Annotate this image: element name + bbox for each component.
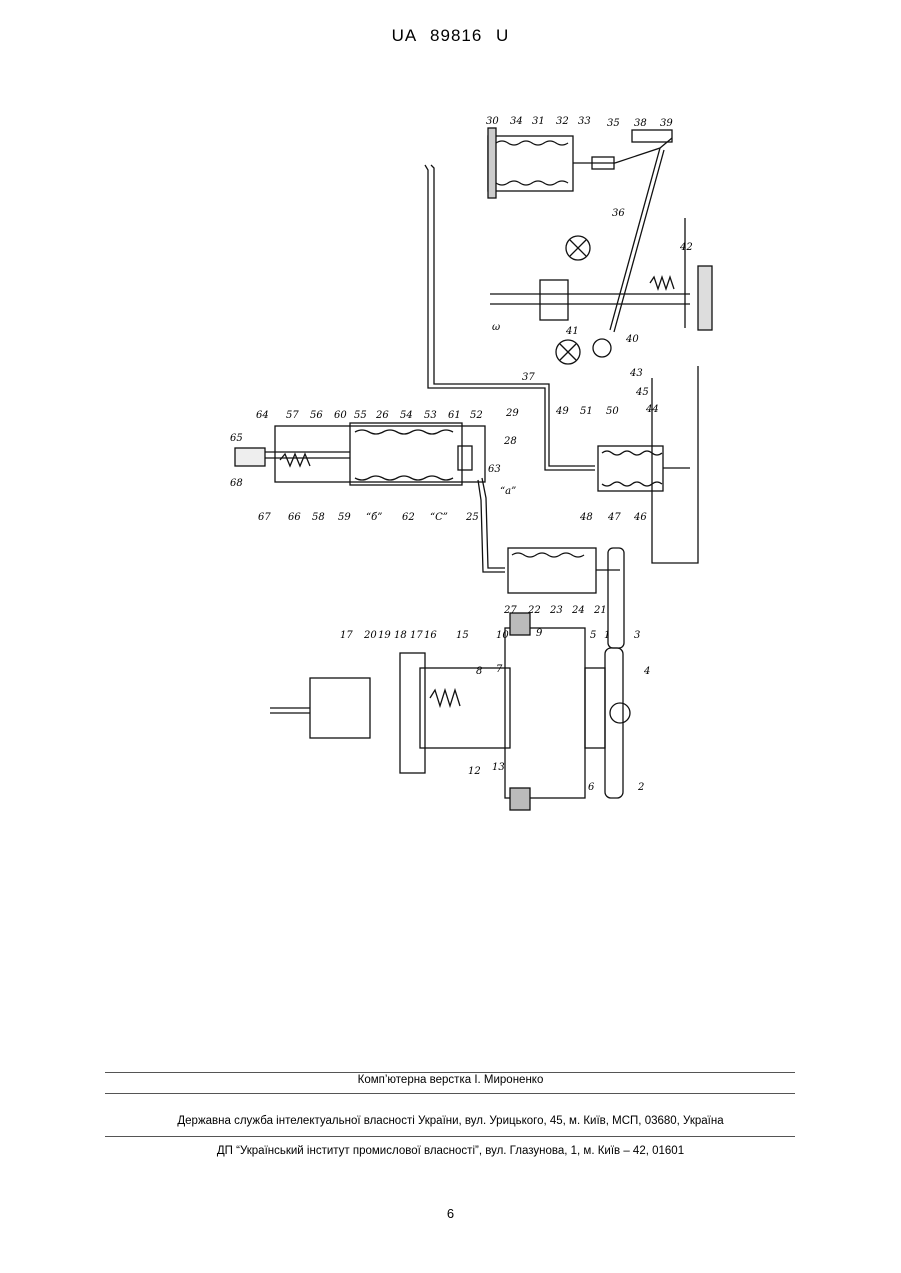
label-39: 39 bbox=[660, 118, 673, 129]
label-c: “С” bbox=[430, 512, 448, 523]
label-2: 2 bbox=[637, 782, 644, 793]
label-32: 32 bbox=[556, 116, 569, 127]
label-54: 54 bbox=[400, 410, 413, 421]
valve-body bbox=[505, 628, 585, 798]
label-55: 55 bbox=[354, 410, 367, 421]
label-a: “а” bbox=[500, 486, 516, 497]
label-49: 49 bbox=[555, 406, 569, 417]
label-65: 65 bbox=[230, 433, 243, 444]
label-68: 68 bbox=[230, 478, 243, 489]
label-56: 56 bbox=[310, 410, 323, 421]
footer-rule-1 bbox=[105, 1072, 795, 1073]
label-63: 63 bbox=[488, 464, 501, 475]
label-38: 38 bbox=[634, 118, 647, 129]
label-13: 13 bbox=[492, 762, 505, 773]
label-59: 59 bbox=[338, 512, 351, 523]
label-45: 45 bbox=[635, 387, 649, 398]
label-48: 48 bbox=[579, 512, 593, 523]
label-24: 24 bbox=[571, 605, 585, 616]
label-50: 50 bbox=[606, 406, 619, 417]
label-17b: 17 bbox=[410, 630, 423, 641]
label-60: 60 bbox=[334, 410, 347, 421]
label-46: 46 bbox=[633, 512, 647, 523]
label-8: 8 bbox=[476, 666, 482, 677]
label-64: 64 bbox=[256, 410, 269, 421]
cylinder-group bbox=[275, 426, 485, 482]
label-b: “б” bbox=[366, 512, 382, 523]
label-6: 6 bbox=[588, 782, 595, 793]
label-3: 3 bbox=[634, 630, 640, 641]
label-27: 27 bbox=[503, 605, 517, 616]
label-34: 34 bbox=[510, 116, 523, 127]
label-15: 15 bbox=[456, 630, 469, 641]
label-16: 16 bbox=[424, 630, 437, 641]
layout-credit: Комп’ютерна верстка І. Мироненко bbox=[0, 1074, 901, 1086]
label-17a: 17 bbox=[340, 630, 353, 641]
label-18: 18 bbox=[394, 630, 407, 641]
label-52: 52 bbox=[470, 410, 483, 421]
label-66: 66 bbox=[288, 512, 301, 523]
label-58: 58 bbox=[312, 512, 325, 523]
page-number: 6 bbox=[0, 1206, 901, 1221]
label-37: 37 bbox=[522, 372, 535, 383]
label-23: 23 bbox=[549, 605, 563, 616]
label-9: 9 bbox=[536, 628, 543, 639]
label-62: 62 bbox=[402, 512, 415, 523]
label-61: 61 bbox=[448, 410, 461, 421]
agency-address: Державна служба інтелектуальної власност… bbox=[0, 1115, 901, 1127]
institute-address: ДП “Український інститут промислової вла… bbox=[0, 1145, 901, 1157]
label-67: 67 bbox=[258, 512, 271, 523]
label-1: 1 bbox=[604, 630, 610, 641]
label-29: 29 bbox=[505, 408, 519, 419]
label-36: 36 bbox=[612, 208, 625, 219]
label-28: 28 bbox=[503, 436, 517, 447]
label-35: 35 bbox=[607, 118, 620, 129]
label-26: 26 bbox=[375, 410, 389, 421]
label-51: 51 bbox=[580, 406, 593, 417]
label-omega: ω bbox=[492, 322, 500, 333]
footer-rule-3 bbox=[105, 1136, 795, 1137]
label-10: 10 bbox=[496, 630, 509, 641]
reservoir-21 bbox=[508, 548, 596, 593]
label-22: 22 bbox=[527, 605, 541, 616]
frame-45 bbox=[652, 366, 698, 563]
label-43: 43 bbox=[629, 368, 643, 379]
label-25: 25 bbox=[465, 512, 479, 523]
label-42: 42 bbox=[679, 242, 693, 253]
label-53: 53 bbox=[424, 410, 437, 421]
label-19: 19 bbox=[378, 630, 391, 641]
label-30: 30 bbox=[486, 116, 499, 127]
label-21: 21 bbox=[593, 605, 607, 616]
patent-number: UA 89816 U bbox=[0, 26, 901, 46]
label-47: 47 bbox=[607, 512, 621, 523]
label-12: 12 bbox=[468, 766, 481, 777]
pipe-29 bbox=[425, 165, 595, 470]
label-44: 44 bbox=[645, 404, 659, 415]
cylinder-right bbox=[598, 446, 663, 491]
label-40: 40 bbox=[625, 334, 639, 345]
technical-drawing: 30 34 31 32 33 35 38 39 36 42 ω 37 41 40… bbox=[220, 108, 720, 828]
label-5: 5 bbox=[590, 630, 596, 641]
label-7: 7 bbox=[496, 664, 503, 675]
footer-rule-2 bbox=[105, 1093, 795, 1094]
label-57: 57 bbox=[286, 410, 299, 421]
label-4: 4 bbox=[643, 666, 650, 677]
label-33: 33 bbox=[578, 116, 591, 127]
label-20: 20 bbox=[363, 630, 377, 641]
label-41: 41 bbox=[565, 326, 579, 337]
label-31: 31 bbox=[532, 116, 545, 127]
